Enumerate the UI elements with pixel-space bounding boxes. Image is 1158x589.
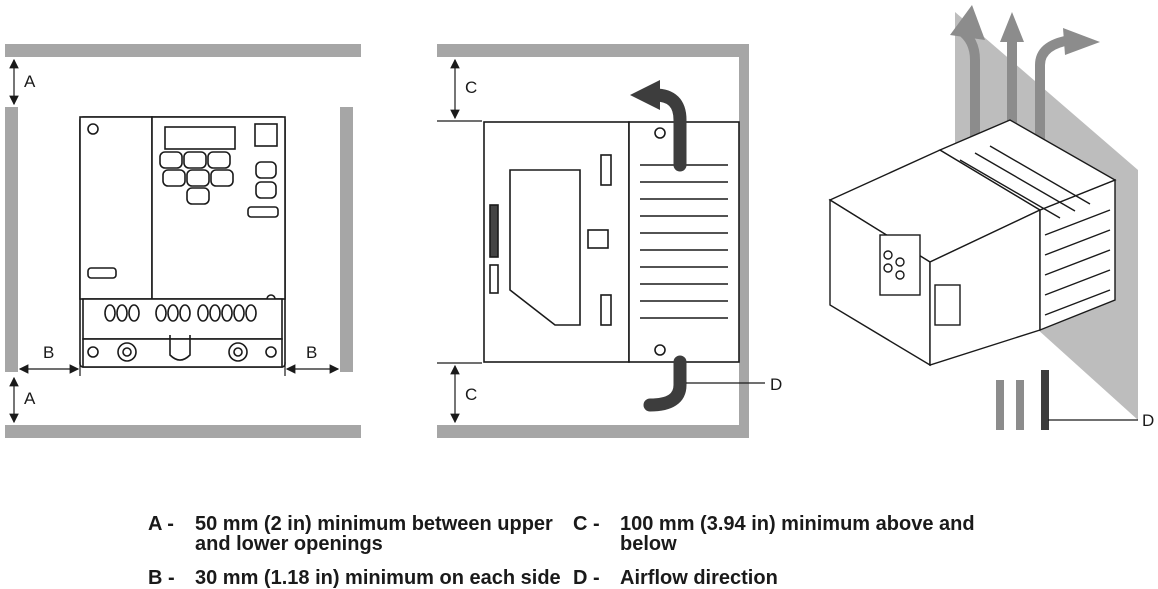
legend-text-a: 50 mm (2 in) minimum between upper and l… — [195, 513, 553, 555]
legend: A - 50 mm (2 in) minimum between upper a… — [0, 455, 1158, 589]
legend-text-b: 30 mm (1.18 in) minimum on each side — [195, 567, 561, 589]
front-right-dimension-label: B — [306, 343, 317, 362]
legend-key-c: C - — [573, 513, 600, 535]
iso-airflow-label: D — [1142, 411, 1154, 430]
front-right-wall — [340, 107, 353, 372]
drive-isometric — [828, 119, 1117, 367]
front-bottom-wall — [5, 425, 361, 438]
side-view: C C D — [437, 44, 782, 438]
installation-clearance-figure: A A B B — [5, 5, 1154, 438]
front-left-wall — [5, 107, 18, 372]
drive-front — [79, 116, 286, 368]
side-airflow-bottom-arrow — [643, 355, 687, 412]
legend-key-a: A - — [148, 513, 174, 535]
front-bottom-dimension-label: A — [24, 389, 36, 408]
drive-side — [483, 121, 740, 363]
legend-text-c: 100 mm (3.94 in) minimum above and below — [620, 513, 975, 555]
front-top-wall — [5, 44, 361, 57]
side-bottom-wall — [437, 425, 749, 438]
legend-text-d: Airflow direction — [620, 567, 778, 589]
side-top-dimension-label: C — [465, 78, 477, 97]
legend-key-d: D - — [573, 567, 600, 589]
isometric-view: D — [828, 5, 1154, 430]
legend-key-b: B - — [148, 567, 175, 589]
side-top-wall — [437, 44, 749, 57]
side-airflow-label: D — [770, 375, 782, 394]
side-bottom-dimension-label: C — [465, 385, 477, 404]
front-view: A A B B — [5, 44, 361, 438]
front-top-dimension-label: A — [24, 72, 36, 91]
side-back-wall — [739, 44, 749, 438]
front-left-dimension-label: B — [43, 343, 54, 362]
